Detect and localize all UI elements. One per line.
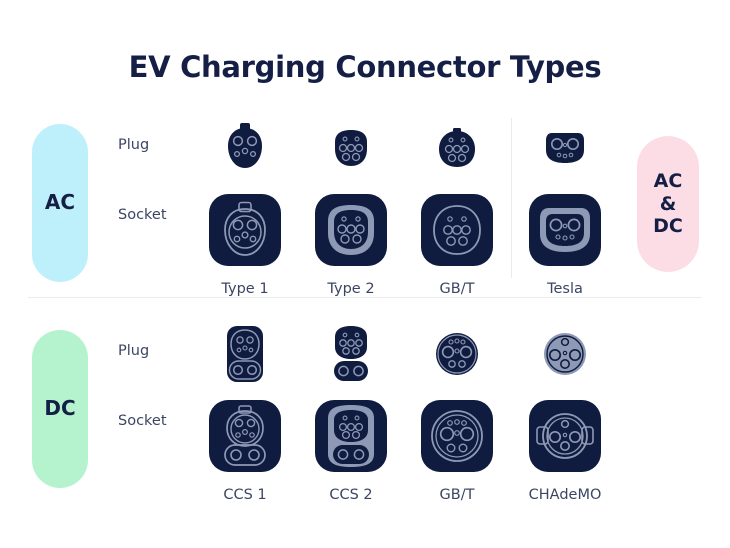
connector-label-ccs-1: CCS 1	[223, 487, 267, 503]
plug-cell-gbt-dc	[414, 324, 500, 384]
badge-acdc-line2: &	[659, 192, 677, 215]
tesla-connector-icon	[546, 133, 584, 163]
gbt-dc-connector-icon	[436, 333, 478, 375]
chademo-connector-icon	[544, 333, 586, 375]
plug-cell-tesla	[522, 118, 608, 178]
badge-ac: AC	[32, 124, 88, 282]
socket-cell-chademo	[522, 398, 608, 474]
ccs1-connector-icon	[227, 326, 263, 382]
tesla-column-divider	[511, 118, 512, 278]
connector-column-ccs-1: CCS 1	[202, 324, 288, 503]
chademo-socket-icon	[536, 413, 594, 459]
gbt-dc-socket-icon	[431, 410, 483, 462]
connector-column-chademo: CHAdeMO	[522, 324, 608, 503]
ccs1-socket-icon	[224, 405, 266, 466]
type2-socket-icon	[328, 205, 374, 255]
socket-cell-gbt-ac	[414, 192, 500, 268]
row-label-socket-ac: Socket	[118, 207, 167, 223]
badge-dc: DC	[32, 330, 88, 488]
type2-connector-icon	[335, 130, 367, 166]
badge-dc-label: DC	[44, 396, 76, 421]
row-label-plug-ac: Plug	[118, 137, 150, 153]
section-divider	[28, 297, 702, 298]
socket-tile-ccs-2	[315, 400, 387, 472]
socket-cell-type-2	[308, 192, 394, 268]
socket-tile-gbt-ac	[421, 194, 493, 266]
socket-tile-chademo	[529, 400, 601, 472]
socket-cell-type-1	[202, 192, 288, 268]
connector-column-type-1: Type 1	[202, 118, 288, 297]
connector-column-ccs-2: CCS 2	[308, 324, 394, 503]
connector-label-gbt-dc: GB/T	[439, 487, 475, 503]
socket-tile-ccs-1	[209, 400, 281, 472]
connector-label-gbt-ac: GB/T	[439, 281, 475, 297]
socket-cell-ccs-2	[308, 398, 394, 474]
row-label-plug-dc: Plug	[118, 343, 150, 359]
socket-tile-type-1	[209, 194, 281, 266]
connector-column-tesla: Tesla	[522, 118, 608, 297]
type1-connector-icon	[228, 123, 262, 168]
socket-tile-tesla	[529, 194, 601, 266]
ccs2-connector-icon	[334, 326, 368, 381]
connector-label-tesla: Tesla	[547, 281, 583, 297]
badge-acdc-line3: DC	[653, 215, 683, 238]
connector-column-gbt-ac: GB/T	[414, 118, 500, 297]
connector-column-gbt-dc: GB/T	[414, 324, 500, 503]
row-label-socket-dc: Socket	[118, 413, 167, 429]
connector-label-type-1: Type 1	[221, 281, 269, 297]
connector-label-chademo: CHAdeMO	[528, 487, 602, 503]
badge-acdc-line1: AC	[653, 170, 683, 193]
connector-column-type-2: Type 2	[308, 118, 394, 297]
plug-cell-ccs-2	[308, 324, 394, 384]
socket-cell-gbt-dc	[414, 398, 500, 474]
plug-cell-chademo	[522, 324, 608, 384]
socket-tile-gbt-dc	[421, 400, 493, 472]
badge-ac-label: AC	[44, 190, 76, 215]
plug-cell-type-2	[308, 118, 394, 178]
gbt-ac-socket-icon	[433, 205, 481, 255]
socket-tile-type-2	[315, 194, 387, 266]
ccs2-socket-icon	[328, 405, 374, 467]
connector-label-ccs-2: CCS 2	[329, 487, 373, 503]
badge-ac-and-dc: AC & DC	[637, 136, 699, 272]
plug-cell-gbt-ac	[414, 118, 500, 178]
gbt-ac-connector-icon	[439, 128, 475, 167]
connector-label-type-2: Type 2	[327, 281, 375, 297]
tesla-socket-icon	[540, 208, 590, 252]
type1-socket-icon	[224, 201, 266, 256]
plug-cell-type-1	[202, 118, 288, 178]
plug-cell-ccs-1	[202, 324, 288, 384]
page-title: EV Charging Connector Types	[128, 50, 602, 84]
socket-cell-ccs-1	[202, 398, 288, 474]
socket-cell-tesla	[522, 192, 608, 268]
